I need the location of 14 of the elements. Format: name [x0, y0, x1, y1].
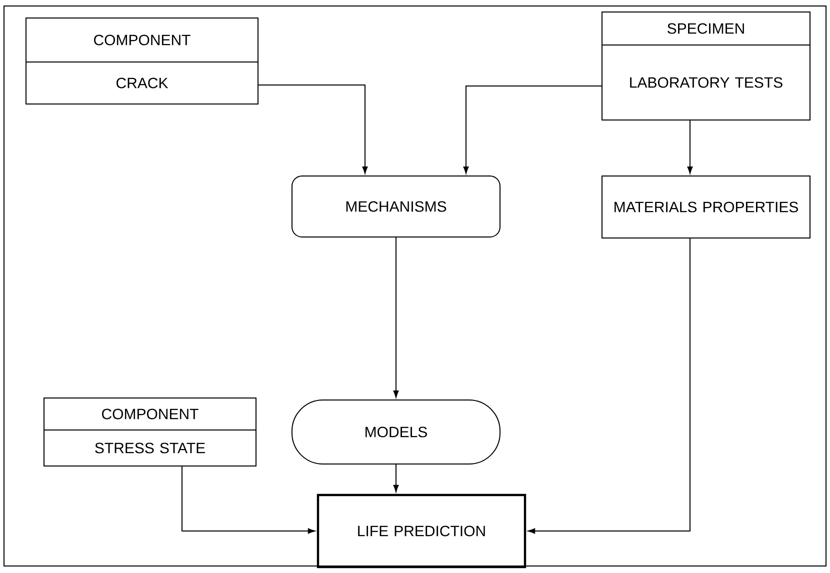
split-box: COMPONENT CRACK: [26, 18, 258, 104]
result-box: LIFE PREDICTION: [316, 494, 526, 568]
arrow: [182, 466, 316, 534]
arrow: [393, 237, 399, 398]
split-box: COMPONENT STRESS STATE: [44, 398, 256, 466]
arrow: [463, 86, 602, 174]
rounded-box: MECHANISMS: [292, 176, 500, 238]
split-box: SPECIMEN LABORATORY TESTS: [602, 12, 810, 120]
arrow: [393, 464, 399, 492]
arrow: [528, 238, 690, 534]
process-box: MATERIALS PROPERTIES: [602, 176, 810, 238]
rounded-box: MODELS: [292, 400, 500, 464]
arrow: [258, 84, 368, 174]
arrow: [687, 120, 693, 174]
